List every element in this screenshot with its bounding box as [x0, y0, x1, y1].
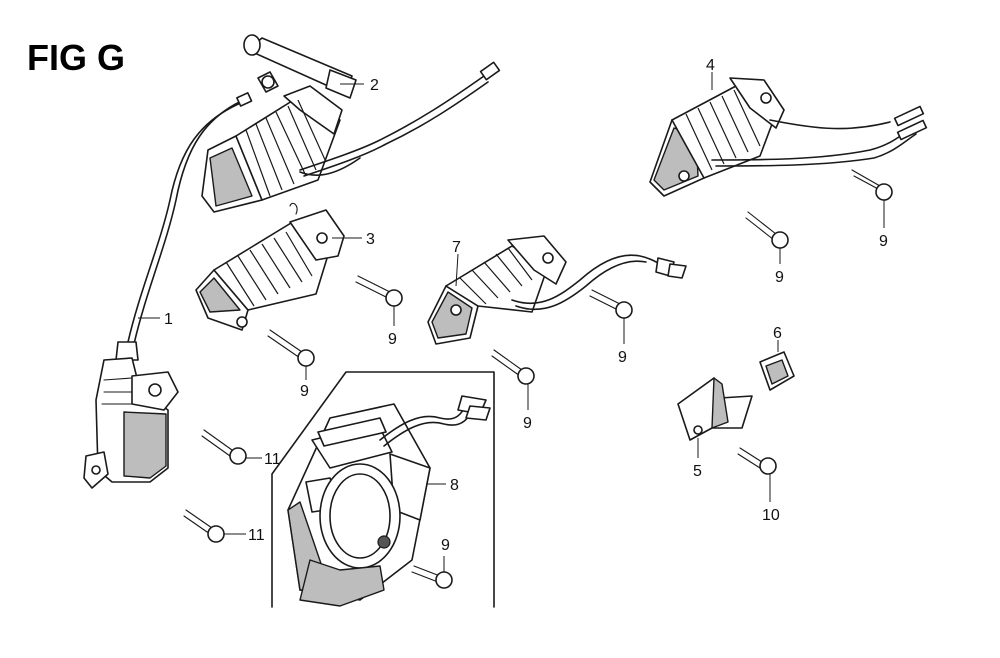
callout-11-lower: 11: [248, 527, 265, 544]
ignition-coil: [83, 92, 253, 489]
bracket-5: [677, 377, 753, 441]
charge-coil-4: [649, 77, 928, 197]
callout-4: 4: [706, 57, 715, 74]
callout-5: 5: [693, 463, 702, 480]
stator-assembly: [271, 371, 495, 608]
callout-9-coil7-right: 9: [618, 349, 627, 366]
callout-9-coil4-left: 9: [775, 269, 784, 286]
callout-6: 6: [773, 325, 782, 342]
callout-9-coil4-right: 9: [879, 233, 888, 250]
charge-coil-7: [427, 235, 687, 345]
callout-1: 1: [164, 311, 173, 328]
callout-7: 7: [452, 239, 461, 256]
leader-lines: [138, 72, 885, 572]
charge-coil-upper: [201, 61, 501, 213]
callout-9-coil3-lower: 9: [300, 383, 309, 400]
callout-2: 2: [370, 77, 379, 94]
callout-8: 8: [450, 477, 459, 494]
callout-3: 3: [366, 231, 375, 248]
bolts: [183, 169, 893, 589]
callout-9-coil3: 9: [388, 331, 397, 348]
figure-title: FIG G: [27, 37, 125, 78]
callout-9-coil7-lower: 9: [523, 415, 532, 432]
grommet-6: [759, 351, 795, 391]
charge-coil-3: [195, 202, 345, 331]
callout-9-stator: 9: [441, 537, 450, 554]
callout-10: 10: [762, 507, 780, 524]
callout-11-upper: 11: [264, 451, 281, 468]
spark-plug-cap: [243, 34, 357, 99]
